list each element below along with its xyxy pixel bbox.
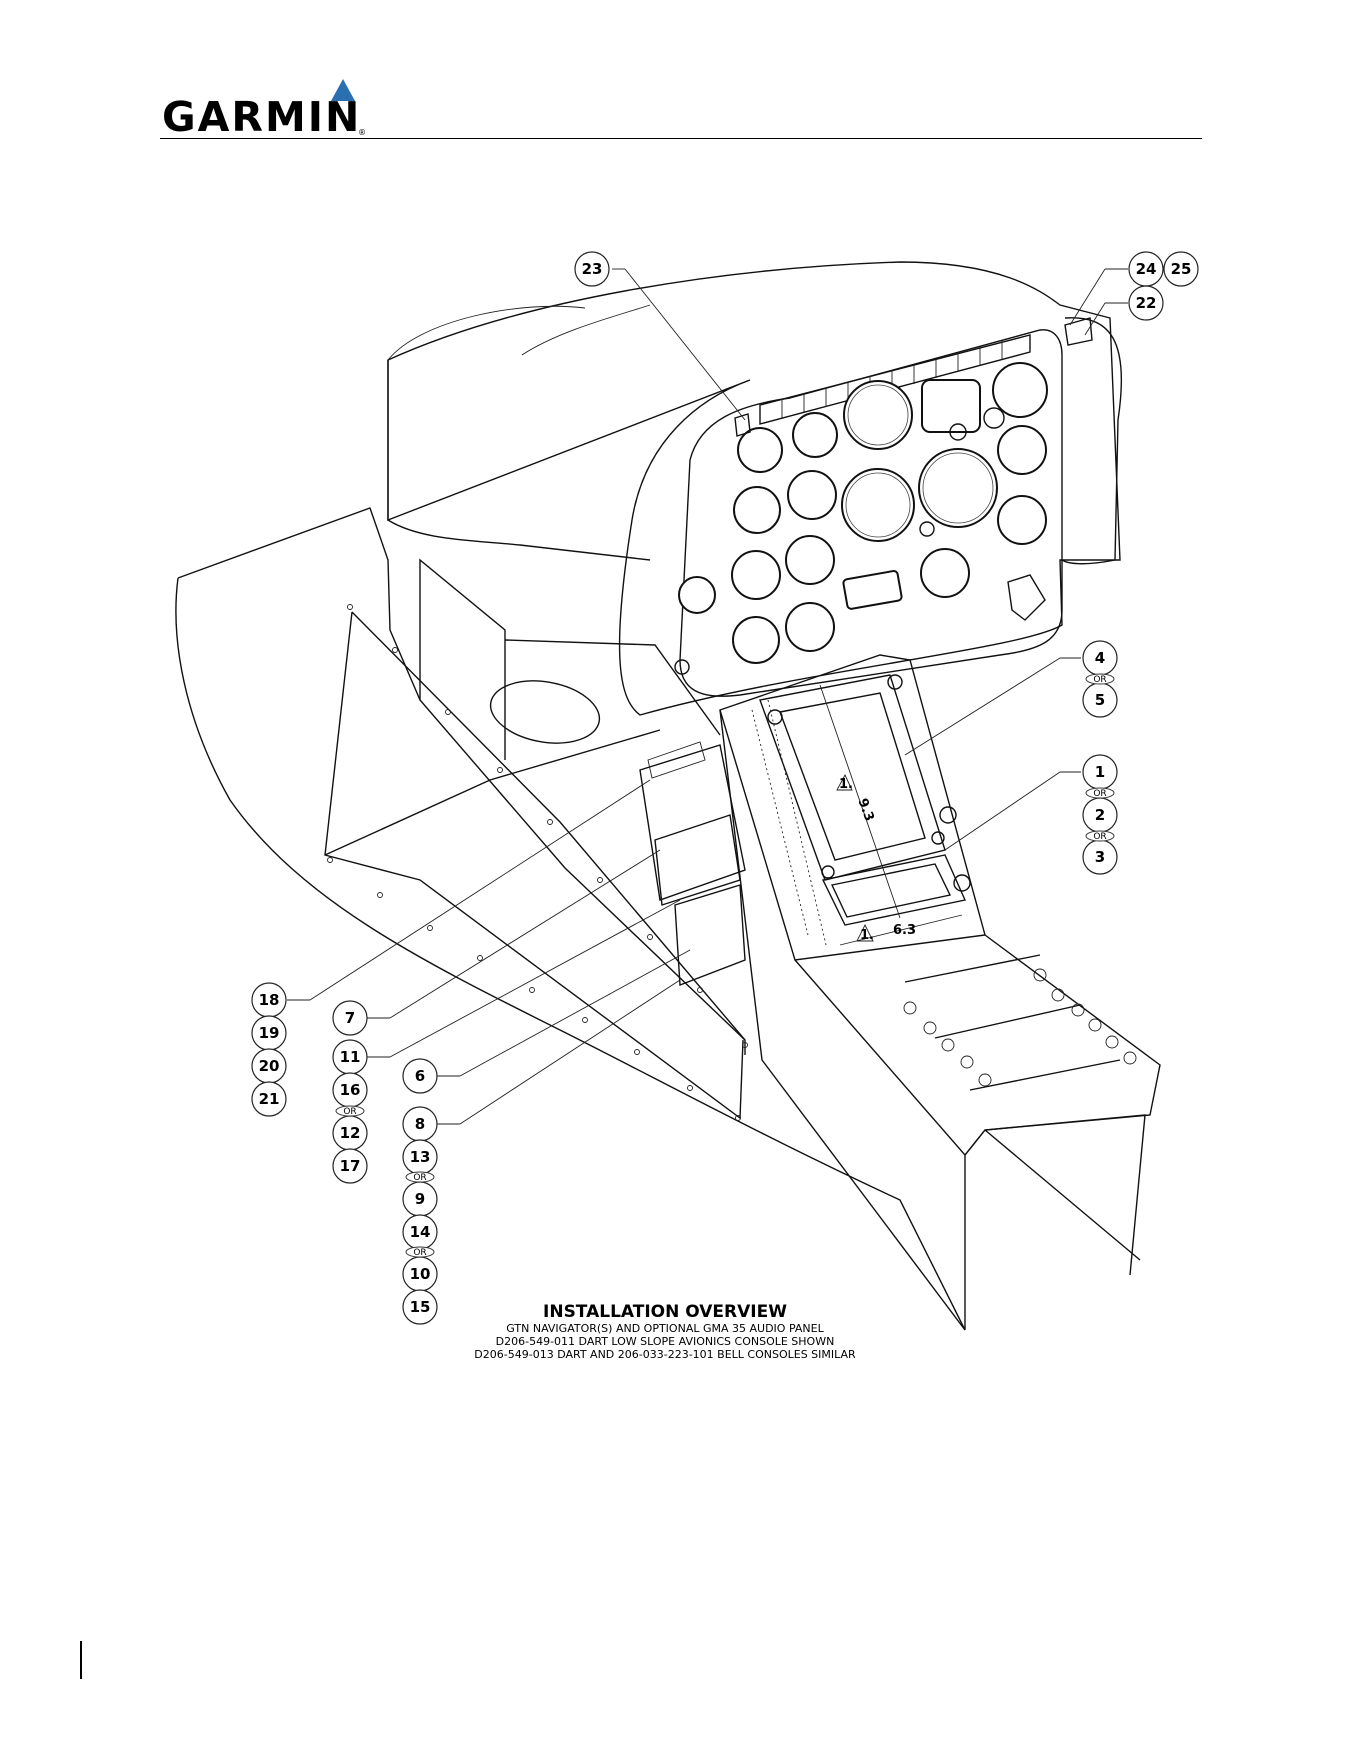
callout-13: 13 — [403, 1140, 437, 1174]
callout-19: 19 — [252, 1016, 286, 1050]
callout-4: 4 — [1083, 641, 1117, 675]
svg-text:OR: OR — [413, 1173, 426, 1183]
or-tag-14-10: OR — [406, 1247, 434, 1258]
callout-11: 11 — [333, 1040, 367, 1074]
svg-text:12: 12 — [340, 1124, 361, 1142]
svg-text:1: 1 — [1095, 763, 1105, 781]
callout-9: 9 — [403, 1182, 437, 1216]
svg-text:14: 14 — [410, 1223, 431, 1241]
callout-5: 5 — [1083, 683, 1117, 717]
svg-text:24: 24 — [1136, 260, 1157, 278]
or-separators: OR OR OR OR OR OR — [336, 674, 1114, 1258]
svg-text:11: 11 — [340, 1048, 361, 1066]
callout-14: 14 — [403, 1215, 437, 1249]
svg-text:19: 19 — [259, 1024, 280, 1042]
callout-3: 3 — [1083, 840, 1117, 874]
svg-text:4: 4 — [1095, 649, 1105, 667]
svg-text:OR: OR — [1093, 675, 1106, 685]
svg-text:25: 25 — [1171, 260, 1192, 278]
callout-17: 17 — [333, 1149, 367, 1183]
dimension-flag-width: 1. — [860, 928, 874, 943]
caption-title: INSTALLATION OVERVIEW — [0, 1302, 1330, 1322]
svg-text:21: 21 — [259, 1090, 280, 1108]
callout-18: 18 — [252, 983, 286, 1017]
svg-text:6: 6 — [415, 1067, 425, 1085]
callout-23: 23 — [575, 252, 609, 286]
drawing-caption: INSTALLATION OVERVIEW GTN NAVIGATOR(S) A… — [0, 1302, 1330, 1361]
callout-6: 6 — [403, 1059, 437, 1093]
callouts: 23 24 25 22 4 5 1 2 3 18 19 20 21 7 11 1… — [252, 252, 1198, 1324]
caption-line-1: GTN NAVIGATOR(S) AND OPTIONAL GMA 35 AUD… — [0, 1322, 1330, 1335]
or-tag-16-12: OR — [336, 1106, 364, 1117]
svg-text:8: 8 — [415, 1115, 425, 1133]
svg-text:20: 20 — [259, 1057, 280, 1075]
callout-12: 12 — [333, 1116, 367, 1150]
callout-20: 20 — [252, 1049, 286, 1083]
caption-line-2: D206-549-011 DART LOW SLOPE AVIONICS CON… — [0, 1335, 1330, 1348]
dimension-width: 6.3 — [893, 923, 916, 938]
callout-8: 8 — [403, 1107, 437, 1141]
dimension-flag-height: 1. — [839, 777, 853, 792]
callout-22: 22 — [1129, 286, 1163, 320]
svg-text:OR: OR — [343, 1107, 356, 1117]
callout-1: 1 — [1083, 755, 1117, 789]
or-tag-13-9: OR — [406, 1172, 434, 1183]
instrument-panel — [675, 318, 1092, 696]
svg-text:23: 23 — [582, 260, 603, 278]
footer-rule — [80, 1641, 82, 1679]
svg-text:2: 2 — [1095, 806, 1105, 824]
callout-2: 2 — [1083, 798, 1117, 832]
callout-25: 25 — [1164, 252, 1198, 286]
svg-text:7: 7 — [345, 1009, 355, 1027]
callout-10: 10 — [403, 1257, 437, 1291]
or-tag-4-5: OR — [1086, 674, 1114, 685]
callout-7: 7 — [333, 1001, 367, 1035]
svg-text:16: 16 — [340, 1081, 361, 1099]
svg-text:OR: OR — [1093, 789, 1106, 799]
svg-text:13: 13 — [410, 1148, 431, 1166]
svg-text:3: 3 — [1095, 848, 1105, 866]
svg-text:22: 22 — [1136, 294, 1157, 312]
svg-text:OR: OR — [413, 1248, 426, 1258]
svg-text:10: 10 — [410, 1265, 431, 1283]
callout-24: 24 — [1129, 252, 1163, 286]
callout-16: 16 — [333, 1073, 367, 1107]
svg-text:18: 18 — [259, 991, 280, 1009]
callout-21: 21 — [252, 1082, 286, 1116]
caption-line-3: D206-549-013 DART AND 206-033-223-101 BE… — [0, 1348, 1330, 1361]
dimension-height: 9.3 — [855, 797, 877, 824]
or-tag-1-2: OR — [1086, 788, 1114, 799]
svg-text:9: 9 — [415, 1190, 425, 1208]
svg-text:17: 17 — [340, 1157, 361, 1175]
or-tag-2-3: OR — [1086, 831, 1114, 842]
svg-text:5: 5 — [1095, 691, 1105, 709]
svg-text:OR: OR — [1093, 832, 1106, 842]
console-side-panel — [176, 508, 965, 1330]
